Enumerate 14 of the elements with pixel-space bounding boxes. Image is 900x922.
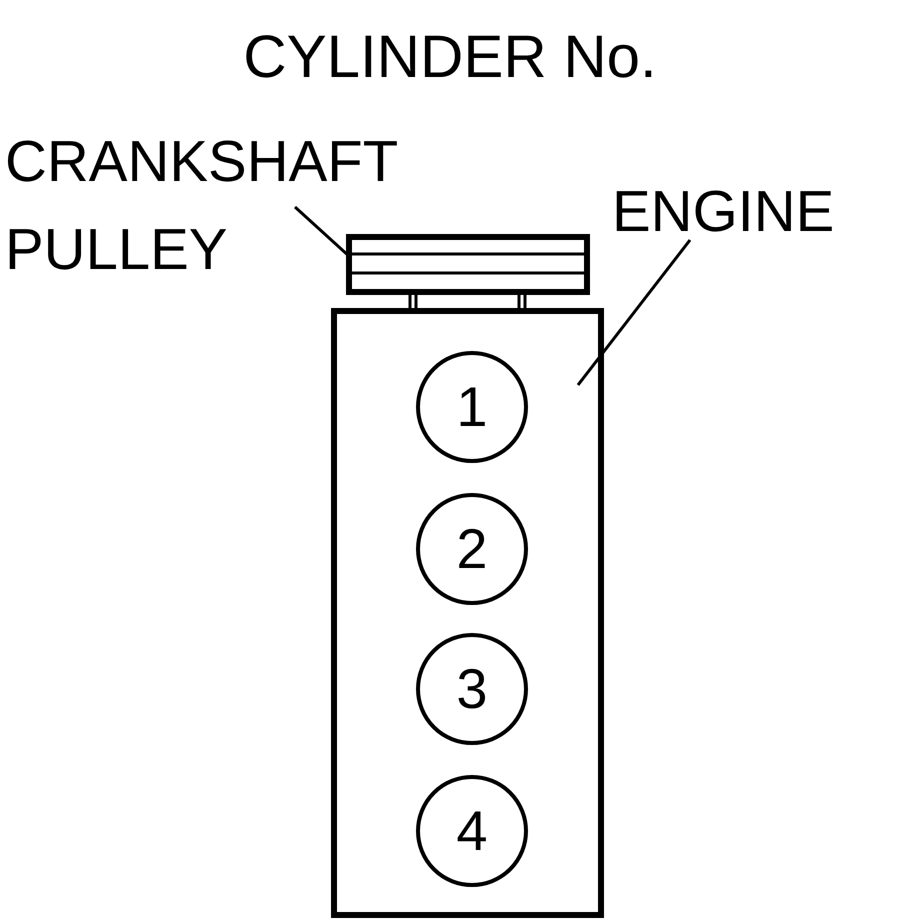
cylinder-circle — [416, 633, 528, 745]
leader-line — [576, 239, 692, 386]
cylinder-number: 3 — [456, 661, 488, 717]
part-label: CRANKSHAFT PULLEY — [5, 128, 398, 284]
diagram-title: CYLINDER No. — [243, 23, 657, 90]
cylinder-circle — [416, 351, 528, 463]
cylinder-circle — [416, 493, 528, 605]
engine-block — [331, 308, 604, 918]
cylinder-number: 4 — [456, 803, 488, 859]
cylinder-number: 2 — [456, 521, 488, 577]
crankshaft-pulley — [346, 234, 590, 295]
cylinder-number: 1 — [456, 379, 488, 435]
cylinder-circle — [416, 775, 528, 887]
part-label: ENGINE — [612, 178, 836, 246]
